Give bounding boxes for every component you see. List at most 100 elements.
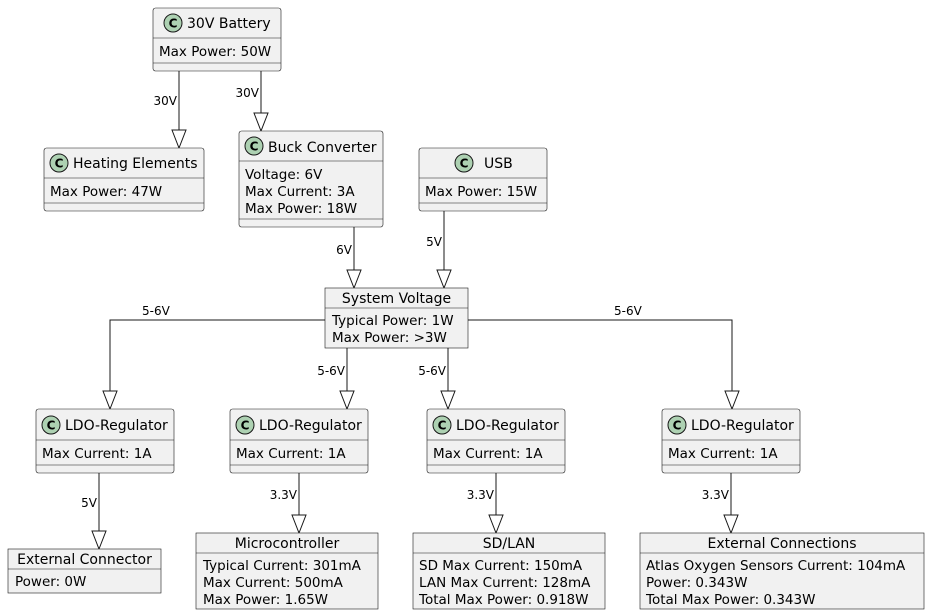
arrowhead [291,514,307,535]
node-title: External Connector [17,552,152,568]
arrowhead [253,112,269,133]
node-title: 30V Battery [187,16,271,32]
edge-label: 3.3V [467,488,495,502]
node-attr: Max Current: 500mA [203,575,344,591]
class-icon-letter: C [241,419,250,433]
node-attr: Total Max Power: 0.343W [645,592,815,608]
node-attr: Max Current: 1A [433,446,543,462]
edge-label: 6V [336,243,353,257]
edge-ldo1-extconn: 5V [81,473,107,551]
edge-ldo4-extconns: 3.3V [702,473,739,535]
class-icon [454,153,474,173]
node-sd-lan: SD/LAN SD Max Current: 150mA LAN Max Cur… [412,532,606,610]
node-attr: Max Power: 1.65W [203,592,328,608]
node-usb: C USB Max Power: 15W [418,147,548,212]
edge-label: 5-6V [317,364,346,378]
arrowhead [171,129,187,150]
node-system-voltage: System Voltage Typical Power: 1W Max Pow… [324,287,469,349]
node-attr: Voltage: 6V [245,167,323,183]
node-ldo-regulator-4: C LDO-Regulator Max Current: 1A [661,408,801,474]
edge-system-ldo4: 5-6V [468,304,740,411]
edge-ldo2-mcu: 3.3V [270,473,307,535]
arrowhead [339,390,355,411]
node-attr: Typical Current: 301mA [202,558,362,574]
node-attr: Max Power: 15W [425,184,537,200]
class-icon [235,415,255,435]
class-icon-letter: C [460,157,469,171]
class-icon-letter: C [55,157,64,171]
node-title: Heating Elements [73,156,198,172]
arrowhead [436,269,452,290]
class-icon-letter: C [673,419,682,433]
class-icon-letter: C [250,140,259,154]
class-icon [244,136,264,156]
node-attr: Power: 0W [15,574,86,590]
node-title: External Connections [707,536,856,552]
node-attr: SD Max Current: 150mA [419,558,583,574]
node-attr: Max Power: 47W [50,184,162,200]
node-heating-elements: C Heating Elements Max Power: 47W [43,147,205,212]
node-attr: Atlas Oxygen Sensors Current: 104mA [646,558,906,574]
node-title: USB [484,156,513,172]
node-title: LDO-Regulator [691,418,794,434]
class-icon-letter: C [169,17,178,31]
arrowhead [440,390,456,411]
edge-system-ldo3: 5-6V [418,348,456,411]
node-title: LDO-Regulator [65,418,168,434]
edge-label: 5-6V [418,364,447,378]
edge-label: 5-6V [614,304,643,318]
node-external-connector: External Connector Power: 0W [7,548,162,594]
node-30v-battery: C 30V Battery Max Power: 50W [152,7,282,72]
edge-usb-system: 5V [426,211,452,290]
class-icon [41,415,61,435]
node-title: LDO-Regulator [259,418,362,434]
node-ldo-regulator-3: C LDO-Regulator Max Current: 1A [426,408,566,474]
edge-label: 30V [154,94,178,108]
class-icon-letter: C [438,419,447,433]
edge-label: 5V [81,496,98,510]
node-attr: Total Max Power: 0.918W [418,592,588,608]
arrowhead [724,390,740,411]
edge-label: 30V [236,86,260,100]
edge-label: 5V [426,235,443,249]
node-title: SD/LAN [483,536,536,552]
node-attr: Max Current: 1A [236,446,346,462]
node-attr: Max Current: 3A [245,184,355,200]
arrowhead [91,530,107,551]
edge-system-ldo2: 5-6V [317,348,355,411]
node-ldo-regulator-1: C LDO-Regulator Max Current: 1A [35,408,175,474]
edge-label: 5-6V [142,304,171,318]
arrowhead [488,514,504,535]
class-icon [667,415,687,435]
edge-ldo3-sdlan: 3.3V [467,473,504,535]
node-attr: Max Power: 50W [159,44,271,60]
edge-battery-heating: 30V [154,71,187,150]
arrowhead [102,390,118,411]
node-microcontroller: Microcontroller Typical Current: 301mA M… [195,532,379,610]
node-external-connections: External Connections Atlas Oxygen Sensor… [639,532,925,610]
class-icon [163,13,183,33]
class-icon-letter: C [47,419,56,433]
class-icon [432,415,452,435]
node-attr: Typical Power: 1W [331,313,454,329]
node-title: LDO-Regulator [456,418,559,434]
node-attr: Max Current: 1A [668,446,778,462]
edge-label: 3.3V [702,488,730,502]
node-title: System Voltage [342,291,451,307]
node-title: Buck Converter [268,140,377,156]
class-icon [49,153,69,173]
node-attr: Max Current: 1A [42,446,152,462]
node-attr: Max Power: >3W [332,330,447,346]
arrowhead [723,514,739,535]
node-ldo-regulator-2: C LDO-Regulator Max Current: 1A [229,408,369,474]
node-attr: Max Power: 18W [245,201,357,217]
edge-system-ldo1: 5-6V [102,304,325,411]
edge-buck-system: 6V [336,227,362,290]
node-title: Microcontroller [235,536,340,552]
node-attr: LAN Max Current: 128mA [419,575,591,591]
node-buck-converter: C Buck Converter Voltage: 6V Max Current… [238,130,384,228]
arrowhead [346,269,362,290]
node-attr: Power: 0.343W [646,575,747,591]
edge-label: 3.3V [270,488,298,502]
